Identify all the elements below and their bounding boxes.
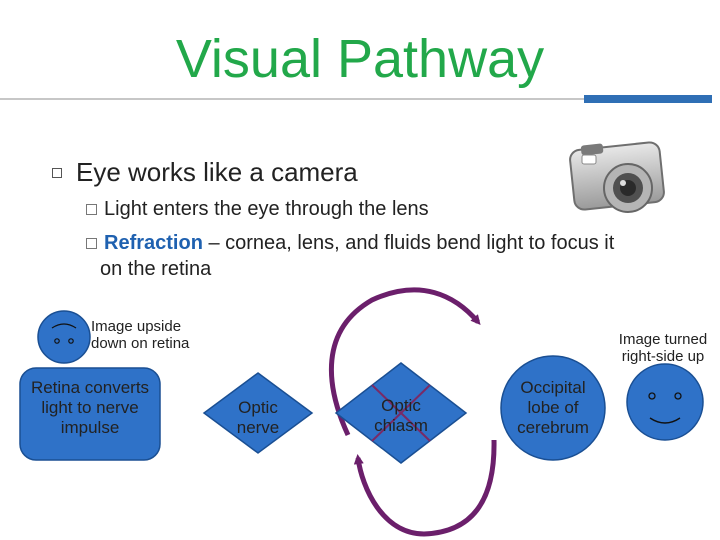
sub-bullet-refraction: Refraction – cornea, lens, and fluids be… bbox=[86, 232, 614, 255]
page-title: Visual Pathway bbox=[175, 29, 545, 89]
retina-box bbox=[19, 367, 161, 461]
occipital-note: Image turned right-side up bbox=[618, 331, 708, 366]
optic-nerve-label: Optic nerve bbox=[236, 398, 280, 438]
optic-nerve-diamond bbox=[202, 372, 314, 454]
sub-bullet-light: Light enters the eye through the lens bbox=[86, 198, 429, 221]
title-accent-bar bbox=[584, 95, 712, 103]
square-bullet-icon bbox=[52, 168, 62, 178]
sub-bullet-refraction-continued: on the retina bbox=[100, 258, 212, 280]
occipital-circle bbox=[500, 355, 606, 461]
arrow-to-occipital bbox=[328, 287, 481, 437]
square-bullet-icon bbox=[86, 238, 97, 249]
square-bullet-icon bbox=[86, 204, 97, 215]
main-bullet: Eye works like a camera bbox=[76, 157, 358, 187]
optic-chiasm-label: Optic chiasm bbox=[374, 396, 428, 436]
occipital-label: Occipital lobe of cerebrum bbox=[517, 378, 589, 438]
retina-label: Retina converts light to nerve impulse bbox=[30, 378, 150, 438]
retina-note: Image upside down on retina bbox=[91, 318, 190, 353]
upside-down-face-icon bbox=[37, 310, 91, 364]
title-divider bbox=[0, 98, 712, 100]
optic-chiasm-diamond bbox=[334, 362, 468, 464]
smiley-face-icon bbox=[626, 363, 704, 441]
arrow-to-chiasm bbox=[353, 439, 497, 537]
camera-icon bbox=[569, 141, 665, 213]
